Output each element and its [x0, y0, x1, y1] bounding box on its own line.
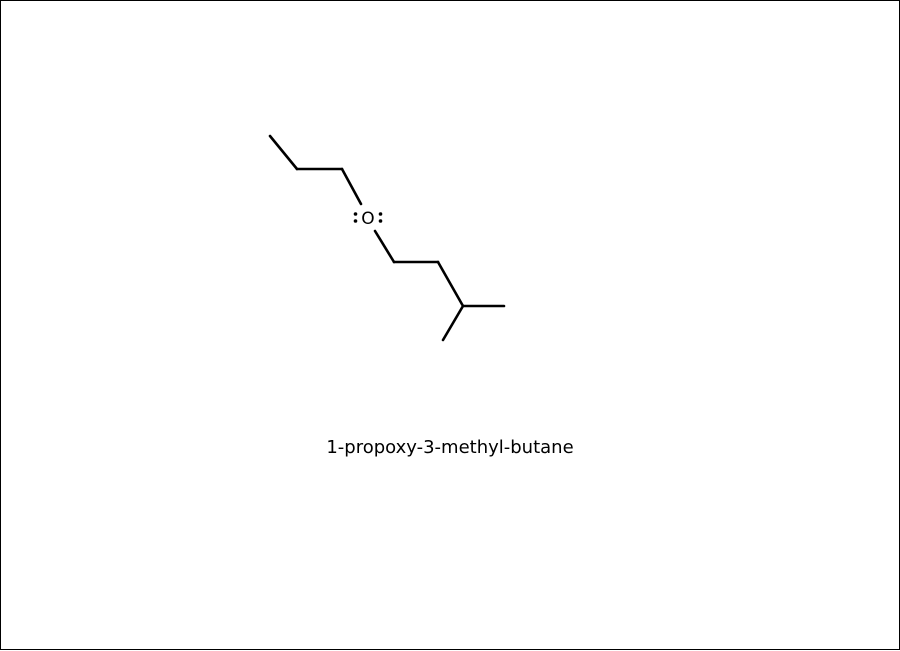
compound-name-caption: 1-propoxy-3-methyl-butane: [326, 437, 574, 458]
oxygen-atom-label: O: [361, 209, 374, 229]
bond-c3-oxygen: [340, 167, 363, 206]
bond-oxygen-c4: [373, 229, 396, 264]
lone-pair-left-top: [353, 212, 358, 216]
bond-c5-c6: [436, 260, 465, 308]
lone-pair-left-bottom: [353, 219, 358, 223]
lone-pair-right-top: [378, 212, 383, 216]
bond-c6-methyl-down: [441, 304, 465, 342]
bond-c1-c2: [268, 134, 299, 171]
lone-pair-right-bottom: [378, 219, 383, 223]
